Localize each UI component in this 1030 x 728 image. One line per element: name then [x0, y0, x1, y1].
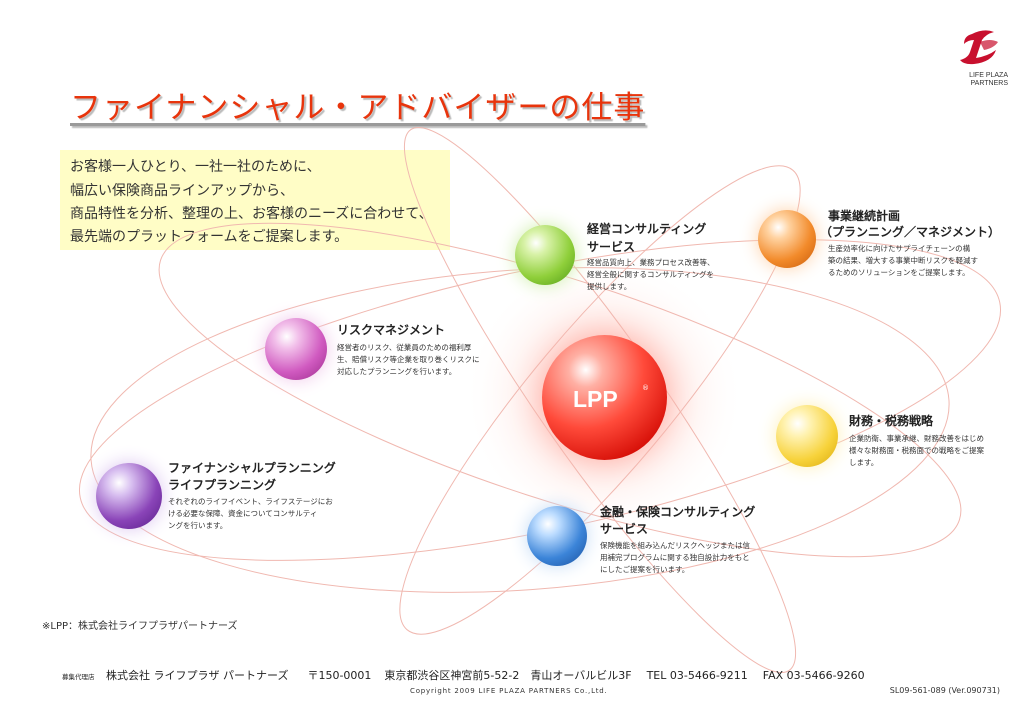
- logo-text-line2: PARTNERS: [970, 80, 1008, 87]
- service-risk-desc-1: 経営者のリスク、従業員のための福利厚: [337, 343, 472, 352]
- postal-code: 〒150-0001: [307, 669, 372, 682]
- sphere-fp-purple: [96, 463, 162, 529]
- document-id: SL09-561-089 (Ver.090731): [889, 686, 1000, 695]
- tel-number: TEL 03-5466-9211: [646, 669, 748, 682]
- sphere-risk-magenta: [265, 318, 327, 380]
- service-fp-title-1: ファイナンシャルプランニング: [168, 461, 336, 475]
- service-tax-desc-1: 企業防衛、事業承継、財務改善をはじめ: [849, 434, 984, 443]
- service-bcp-title-1: 事業継続計画: [828, 209, 901, 223]
- service-insurance-desc-1: 保険機能を組み込んだリスクヘッジまたは信: [600, 541, 750, 550]
- logo-mark-icon: [960, 30, 998, 65]
- service-fp-desc-2: ける必要な保障、資金についてコンサルティ: [168, 509, 318, 518]
- service-fp-desc-1: それぞれのライフイベント、ライフステージにお: [168, 497, 333, 506]
- service-bcp-desc-1: 生産効率化に向けたサプライチェーンの構: [828, 244, 971, 253]
- service-fp-desc-3: ングを行います。: [168, 521, 228, 530]
- service-tax-desc-2: 様々な財務面・税務面での戦略をご提案: [849, 446, 984, 455]
- sphere-insurance-blue: [527, 506, 587, 566]
- service-consulting-title-1: 経営コンサルティング: [587, 222, 707, 236]
- lpp-footnote: ※LPP：株式会社ライフプラザパートナーズ: [42, 621, 238, 632]
- service-bcp-desc-3: るためのソリューションをご提案します。: [828, 268, 970, 277]
- orbit-line-5: [90, 267, 950, 593]
- service-insurance-desc-3: にしたご提案を行います。: [600, 565, 690, 574]
- intro-line-4: 最先端のプラットフォームをご提案します。: [70, 229, 349, 245]
- footer-contact: 募集代理店 株式会社 ライフプラザ パートナーズ 〒150-0001 東京都渋谷…: [62, 667, 865, 683]
- company-logo: LIFE PLAZA PARTNERS: [954, 28, 1008, 88]
- intro-box: お客様一人ひとり、一社一社のために、 幅広い保険商品ラインアップから、 商品特性…: [60, 150, 450, 250]
- service-risk-desc-3: 対応したプランニングを行います。: [337, 367, 457, 376]
- intro-line-3: 商品特性を分析、整理の上、お客様のニーズに合わせて、: [70, 206, 433, 222]
- address: 東京都渋谷区神宮前5-52-2 青山オーバルビル3F: [384, 669, 632, 682]
- orbit-line-2: [158, 222, 962, 558]
- page-title: ファイナンシャル・アドバイザーの仕事: [70, 90, 646, 126]
- intro-line-2: 幅広い保険商品ラインアップから、: [70, 183, 294, 199]
- service-bcp-title-2: （プランニング／マネジメント）: [820, 225, 1001, 239]
- service-consulting-desc-3: 提供します。: [587, 282, 632, 291]
- service-tax-desc-3: します。: [849, 458, 879, 467]
- logo-text-line1: LIFE PLAZA: [969, 72, 1008, 79]
- sphere-tax-yellow: [776, 405, 838, 467]
- sphere-bcp-orange: [758, 210, 816, 268]
- service-consulting-desc-2: 経営全般に関するコンサルティングを: [587, 270, 715, 279]
- service-bcp-desc-2: 築の結果、増大する事業中断リスクを軽減す: [828, 256, 978, 265]
- center-lpp-label: LPP: [573, 386, 618, 412]
- service-fp-title-2: ライフプランニング: [168, 478, 277, 492]
- sphere-center-lpp: [542, 335, 667, 460]
- intro-line-1: お客様一人ひとり、一社一社のために、: [70, 159, 321, 175]
- sphere-consulting-green: [515, 225, 575, 285]
- service-tax-title: 財務・税務戦略: [849, 414, 934, 428]
- service-insurance-title-2: サービス: [600, 522, 649, 536]
- company-name: 株式会社 ライフプラザ パートナーズ: [106, 669, 289, 682]
- agency-label: 募集代理店: [62, 673, 95, 681]
- service-risk-title: リスクマネジメント: [337, 323, 446, 337]
- service-insurance-title-1: 金融・保険コンサルティング: [600, 505, 756, 519]
- registered-mark: ®: [642, 384, 649, 392]
- orbit-line-3: [399, 165, 801, 635]
- service-consulting-desc-1: 経営品質向上、業務プロセス改善等、: [587, 258, 715, 267]
- service-consulting-title-2: サービス: [587, 240, 636, 254]
- fax-number: FAX 03-5466-9260: [762, 669, 865, 682]
- service-risk-desc-2: 生、賠償リスク等企業を取り巻くリスクに: [337, 355, 480, 364]
- copyright-text: Copyright 2009 LIFE PLAZA PARTNERS Co.,L…: [410, 687, 608, 695]
- service-insurance-desc-2: 用補完プログラムに関する独自設計力をもと: [600, 553, 750, 562]
